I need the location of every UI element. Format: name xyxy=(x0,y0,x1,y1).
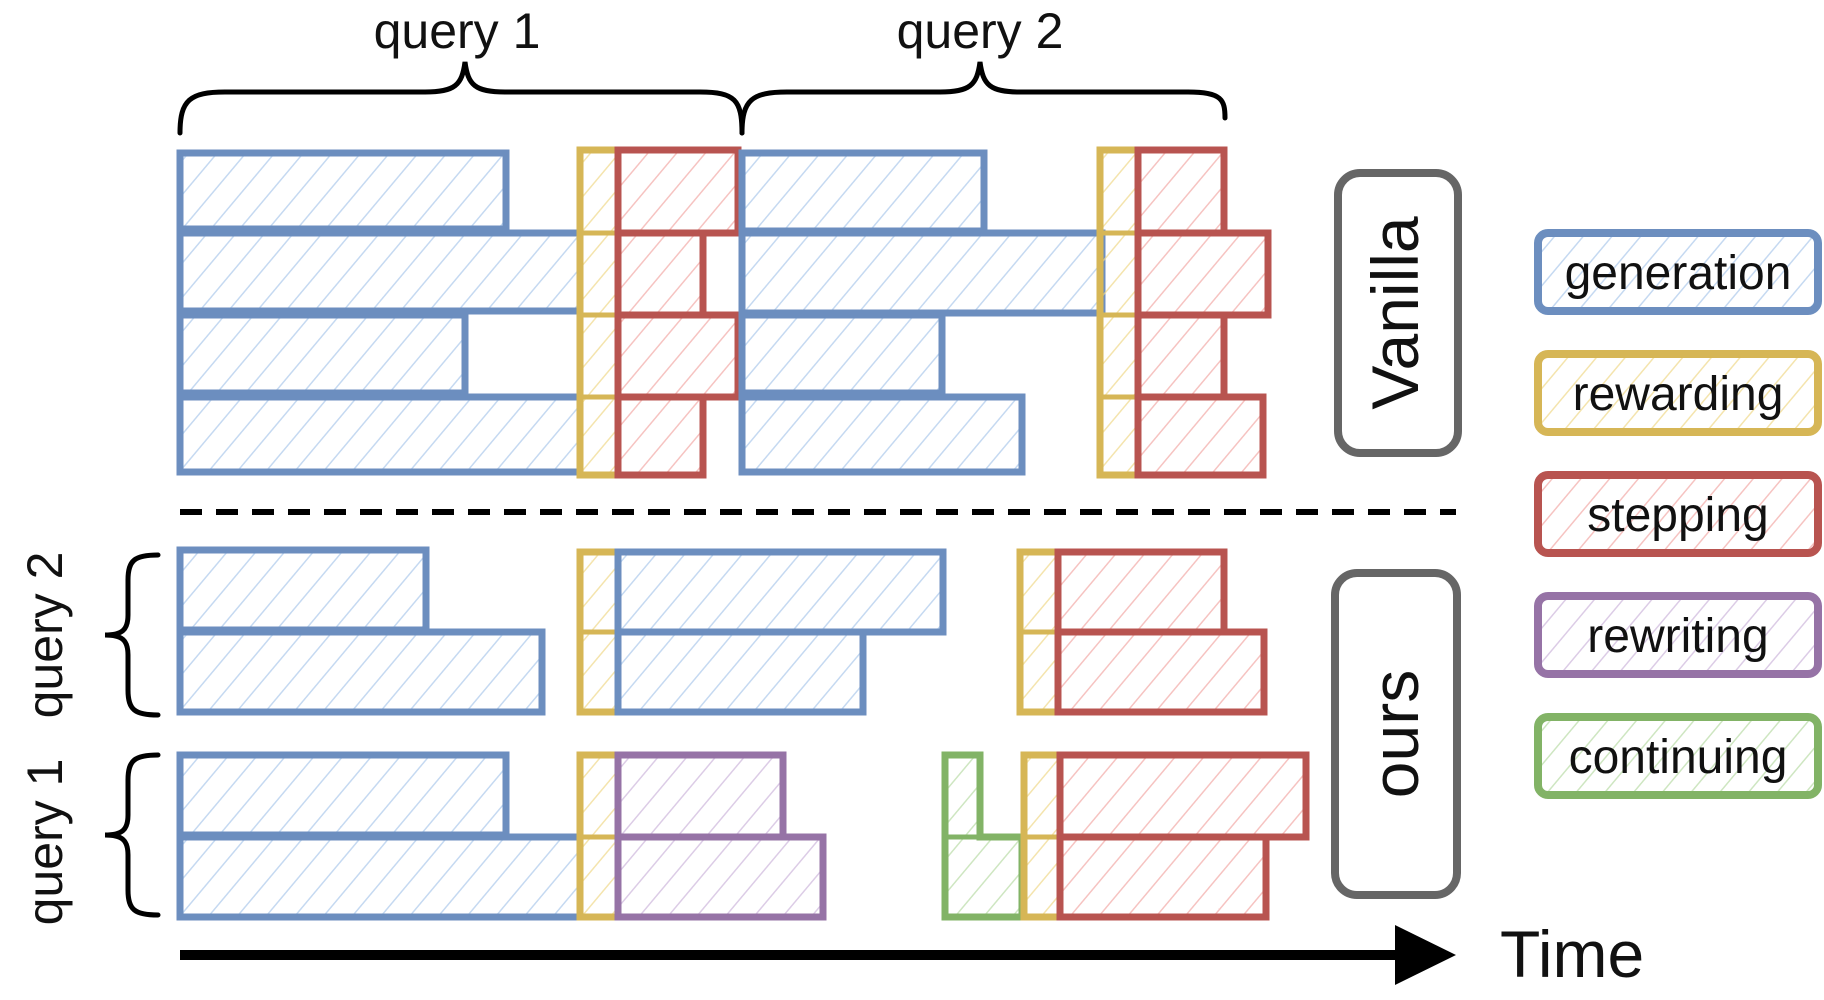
ours-section xyxy=(176,546,1310,921)
legend-label-stepping: stepping xyxy=(1587,489,1768,542)
vanilla-gen-q1-row4 xyxy=(176,393,584,476)
ours-gen2-g1-row1 xyxy=(614,548,947,636)
vanilla-section xyxy=(176,146,1272,479)
side-brace-query-1 xyxy=(104,752,161,918)
time-axis-label: Time xyxy=(1500,917,1644,991)
brace-query-2 xyxy=(739,61,1228,136)
ours-step-g1-row2 xyxy=(1054,628,1268,716)
legend-swatch-continuing xyxy=(1534,713,1822,799)
ours-step-g2-row1 xyxy=(1056,751,1310,841)
vanilla-gen-q2-row3 xyxy=(738,311,946,397)
vanilla-gen-q2-row1 xyxy=(738,149,988,235)
ours-pill: ours xyxy=(1331,569,1461,899)
vanilla-step-q1-row3 xyxy=(614,311,742,401)
vanilla-step-q2-row3 xyxy=(1134,311,1228,401)
vanilla-pill-label: Vanilla xyxy=(1358,216,1432,410)
ours-pill-shape xyxy=(1331,569,1461,899)
legend: generation rewarding stepping rewriting cont… xyxy=(1534,229,1822,799)
vanilla-step-q2-row4 xyxy=(1134,393,1267,479)
brace-query-1 xyxy=(177,61,745,136)
time-arrow-head xyxy=(1395,925,1456,985)
vanilla-gen-q2-row2 xyxy=(738,229,1106,317)
vanilla-step-q1-row2 xyxy=(614,229,707,319)
header-query-2: query 2 xyxy=(897,3,1064,59)
side-label-query-1: query 1 xyxy=(17,759,73,926)
legend-item-continuing: continuing xyxy=(1534,713,1822,799)
legend-item-stepping: stepping xyxy=(1534,471,1822,557)
ours-step-g2-row2 xyxy=(1056,833,1270,921)
ours-step-g1-row1 xyxy=(1054,548,1228,636)
ours-gen-g1-row2 xyxy=(176,628,546,716)
legend-label-generation: generation xyxy=(1565,247,1792,300)
side-brace-query-2 xyxy=(104,552,161,718)
ours-rewrite-g2-row2 xyxy=(614,833,827,921)
vanilla-gen-q2-row4 xyxy=(738,393,1026,476)
legend-swatch-generation xyxy=(1534,229,1822,315)
header-query-1: query 1 xyxy=(374,3,541,59)
top-braces: query 1 query 2 xyxy=(177,3,1228,136)
side-label-query-2: query 2 xyxy=(17,552,73,719)
vanilla-gen-q1-row3 xyxy=(176,311,469,397)
vanilla-gen-q1-row1 xyxy=(176,149,510,233)
vanilla-pill: Vanilla xyxy=(1334,169,1462,457)
legend-item-rewarding: rewarding xyxy=(1534,350,1822,436)
vanilla-step-q2-row1 xyxy=(1134,146,1228,237)
legend-item-rewriting: rewriting xyxy=(1534,592,1822,678)
legend-item-generation: generation xyxy=(1534,229,1822,315)
time-axis: Time xyxy=(180,917,1644,991)
vanilla-pill-shape xyxy=(1334,169,1462,457)
legend-label-rewriting: rewriting xyxy=(1587,610,1768,663)
vanilla-gen-q1-row2 xyxy=(176,229,584,315)
vanilla-step-q1-row4 xyxy=(614,393,707,479)
legend-label-continuing: continuing xyxy=(1569,731,1788,784)
legend-swatch-rewriting xyxy=(1534,592,1822,678)
legend-label-rewarding: rewarding xyxy=(1573,368,1784,421)
ours-gen-g2-row2 xyxy=(176,833,584,921)
legend-swatch-stepping xyxy=(1534,471,1822,557)
ours-gen2-g1-row2 xyxy=(614,628,867,716)
ours-pill-label: ours xyxy=(1358,670,1432,798)
vanilla-step-q1-row1 xyxy=(614,146,742,237)
vanilla-step-q2-row2 xyxy=(1134,229,1272,319)
ours-rewrite-g2-row1 xyxy=(614,751,787,841)
side-braces: query 2 query 1 xyxy=(17,552,161,926)
legend-swatch-rewarding xyxy=(1534,350,1822,436)
ours-gen-g2-row1 xyxy=(176,751,510,839)
ours-gen-g1-row1 xyxy=(176,546,430,634)
